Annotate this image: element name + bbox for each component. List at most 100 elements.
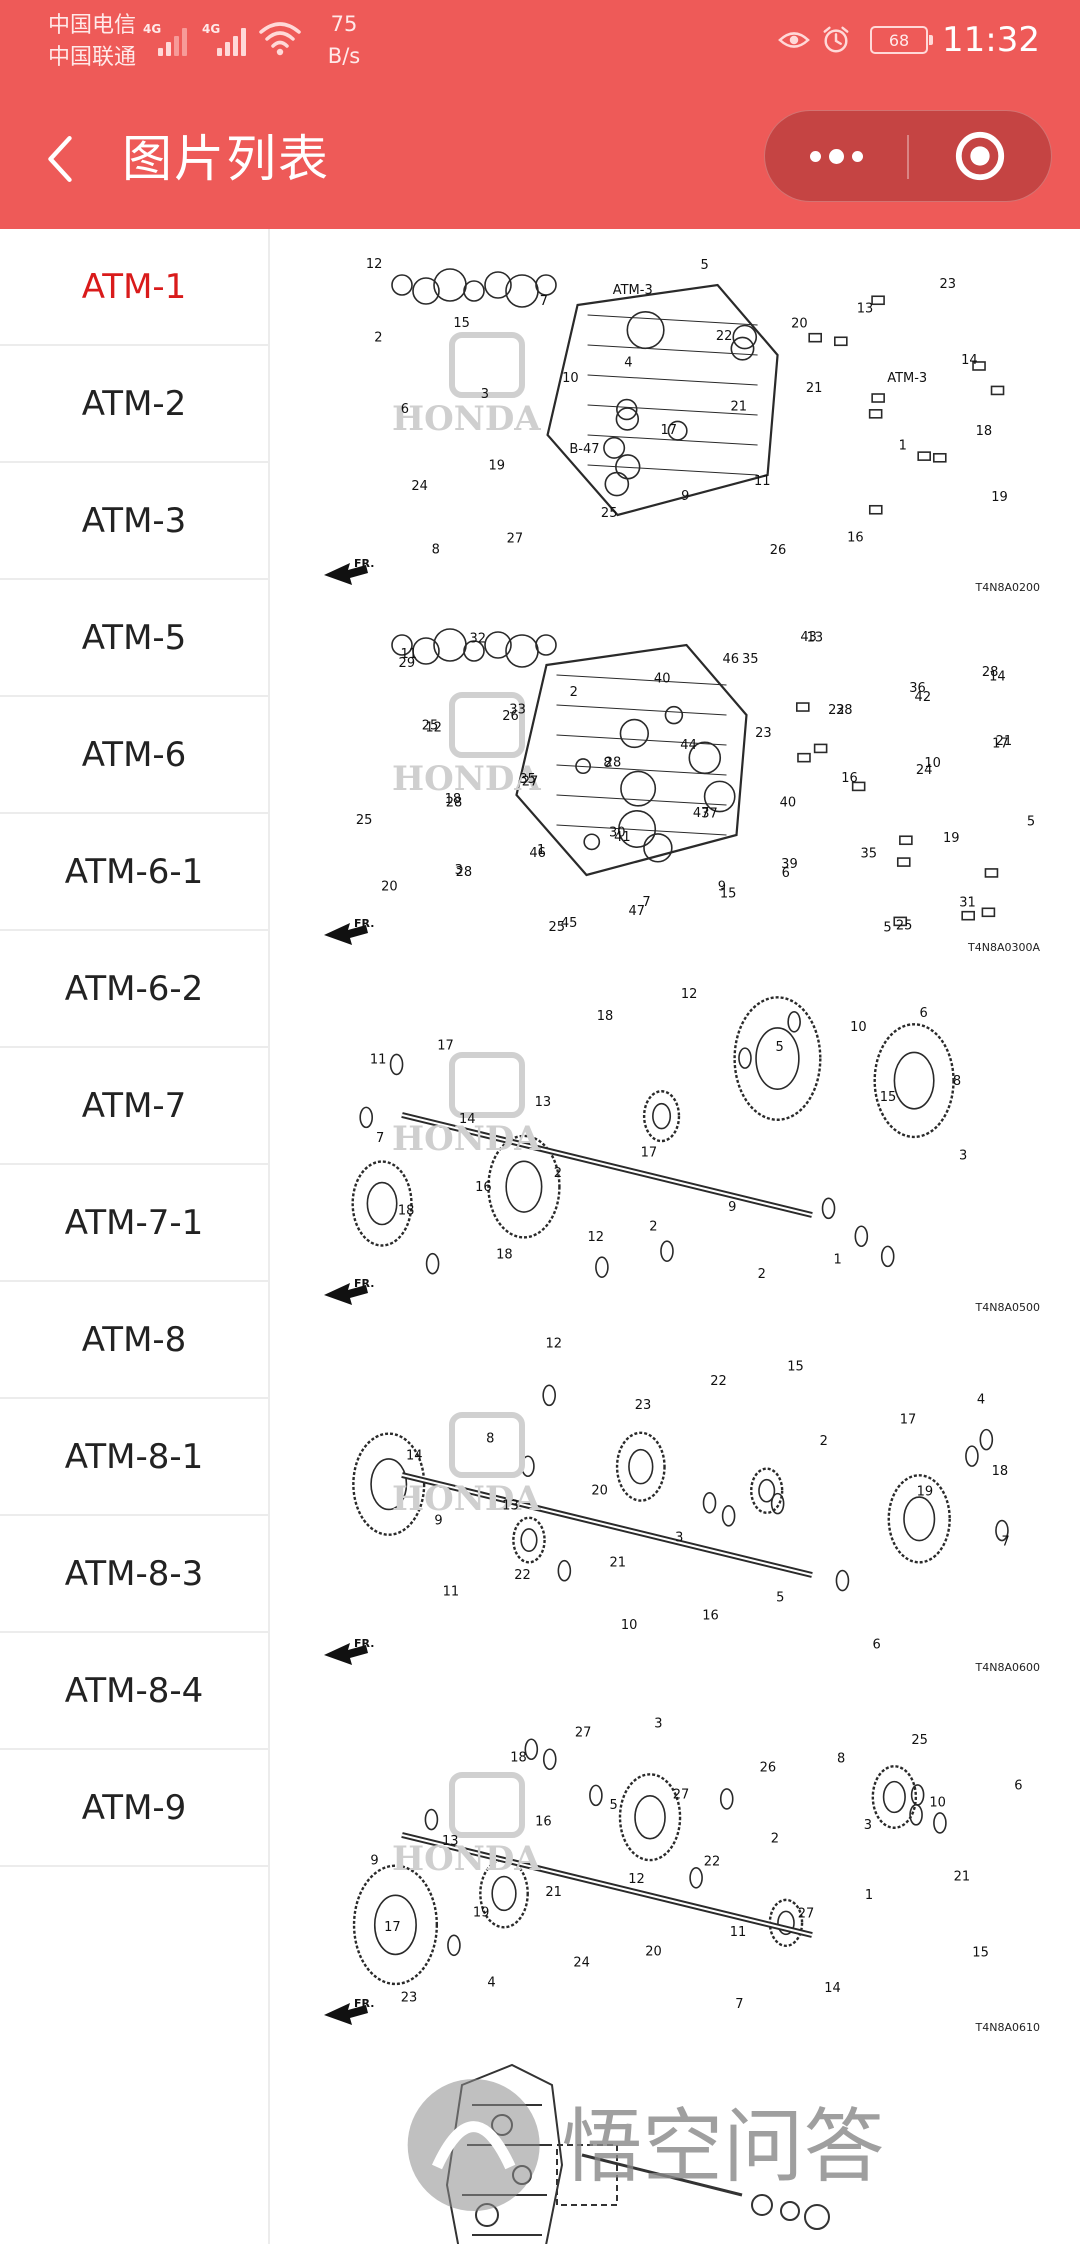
- part-number-label: 3: [654, 1717, 662, 1732]
- part-number-label: 16: [535, 1814, 552, 1829]
- part-number-label: 16: [702, 1608, 719, 1623]
- title-bar: 图片列表: [0, 90, 1080, 229]
- part-number-label: 8: [432, 542, 440, 557]
- part-number-label: 9: [681, 489, 689, 504]
- part-number-label: 22: [704, 1854, 721, 1869]
- part-number-label: 43: [800, 630, 817, 645]
- part-number-label: 19: [917, 1485, 934, 1500]
- watermark-logo-icon: 悟空问答: [407, 2079, 885, 2211]
- network-2-label: 4G: [202, 22, 221, 36]
- sidebar-item-atm-6[interactable]: ATM-6: [0, 697, 268, 814]
- part-number-label: 21: [610, 1555, 627, 1570]
- part-number-label: 15: [880, 1090, 897, 1105]
- part-number-label: 23: [939, 277, 956, 292]
- part-number-label: 5: [883, 920, 891, 935]
- part-number-label: 27: [673, 1787, 690, 1802]
- part-number-label: 46: [529, 846, 546, 861]
- sidebar-item-atm-2[interactable]: ATM-2: [0, 346, 268, 463]
- sidebar-item-atm-8-3[interactable]: ATM-8-3: [0, 1516, 268, 1633]
- part-number-label: 2: [758, 1267, 766, 1282]
- part-number-label: 10: [850, 1020, 867, 1035]
- part-number-label: 46: [723, 652, 740, 667]
- network-speed-value: 75: [330, 12, 358, 36]
- part-number-label: 3: [864, 1818, 872, 1833]
- part-number-label: 10: [621, 1618, 638, 1633]
- part-number-label: 14: [406, 1448, 423, 1463]
- exploded-view-drawing: HONDA1215101711162323B-47926131461925520…: [324, 257, 1040, 594]
- part-number-label: 5: [775, 1040, 783, 1055]
- part-number-label: 2: [771, 1832, 779, 1847]
- signal-2-icon: [217, 24, 251, 56]
- part-number-label: 35: [742, 652, 759, 667]
- part-number-label: 3: [481, 387, 489, 402]
- part-number-label: 6: [782, 866, 790, 881]
- network-1-label: 4G: [143, 22, 162, 36]
- front-arrow-icon: [324, 923, 368, 945]
- part-number-label: 19: [473, 1906, 490, 1921]
- sidebar-item-atm-9[interactable]: ATM-9: [0, 1750, 268, 1867]
- back-button[interactable]: [30, 124, 90, 194]
- part-number-label: 12: [546, 1337, 563, 1352]
- wifi-icon: [258, 18, 302, 58]
- network-speed-unit: B/s: [327, 44, 361, 68]
- sidebar-item-atm-1[interactable]: ATM-1: [0, 229, 268, 346]
- part-number-label: 10: [929, 1796, 946, 1811]
- part-number-label: 16: [841, 771, 858, 786]
- part-number-label: 23: [635, 1398, 652, 1413]
- part-number-label: 13: [807, 630, 824, 645]
- signal-1-icon: [158, 24, 192, 56]
- sidebar-item-atm-6-2[interactable]: ATM-6-2: [0, 931, 268, 1048]
- part-number-label: 18: [496, 1248, 513, 1263]
- sidebar-item-atm-8-1[interactable]: ATM-8-1: [0, 1399, 268, 1516]
- sidebar-item-atm-7[interactable]: ATM-7: [0, 1048, 268, 1165]
- parts-diagram-6-partial[interactable]: 悟空问答: [312, 2045, 1052, 2244]
- part-number-label: 18: [510, 1751, 527, 1766]
- part-number-label: 17: [641, 1145, 658, 1160]
- part-number-label: 11: [400, 647, 417, 662]
- part-number-label: 20: [645, 1944, 662, 1959]
- sidebar-item-atm-8[interactable]: ATM-8: [0, 1282, 268, 1399]
- part-number-label: 21: [996, 734, 1013, 749]
- part-number-label: 41: [614, 830, 631, 845]
- part-number-label: 3: [959, 1149, 967, 1164]
- sidebar-item-atm-8-4[interactable]: ATM-8-4: [0, 1633, 268, 1750]
- sidebar-item-atm-5[interactable]: ATM-5: [0, 580, 268, 697]
- more-button[interactable]: [765, 111, 907, 201]
- part-number-label: 17: [992, 736, 1009, 751]
- sidebar-item-atm-7-1[interactable]: ATM-7-1: [0, 1165, 268, 1282]
- part-number-label: 11: [370, 1053, 387, 1068]
- part-number-label: 29: [399, 656, 416, 671]
- page-title: 图片列表: [122, 130, 330, 188]
- part-number-label: 9: [728, 1200, 736, 1215]
- part-number-label: 25: [896, 919, 913, 934]
- part-number-label: 35: [519, 772, 536, 787]
- part-number-label: 9: [370, 1854, 378, 1869]
- part-number-label: 1: [899, 438, 907, 453]
- part-number-label: 8: [603, 756, 611, 771]
- part-number-label: 15: [453, 316, 470, 331]
- part-number-label: 21: [806, 381, 823, 396]
- clock: 11:32: [942, 20, 1040, 60]
- sidebar-item-atm-6-1[interactable]: ATM-6-1: [0, 814, 268, 931]
- part-number-label: 39: [781, 857, 798, 872]
- part-number-label: 32: [469, 631, 486, 646]
- front-arrow-icon: [324, 563, 368, 585]
- part-number-label: 40: [780, 795, 797, 810]
- part-number-label: 22: [514, 1568, 531, 1583]
- carrier-1-label: 中国电信: [48, 13, 137, 38]
- diagram-code: T4N8A0610: [975, 2021, 1040, 2034]
- part-number-label: 47: [629, 904, 646, 919]
- part-number-label: 7: [376, 1131, 384, 1146]
- close-miniprogram-button[interactable]: [909, 111, 1051, 201]
- category-sidebar: ATM-1 ATM-2 ATM-3 ATM-5 ATM-6 ATM-6-1 AT…: [0, 229, 270, 2244]
- part-number-label: 12: [366, 257, 383, 272]
- watermark-text: 悟空问答: [562, 2100, 885, 2194]
- sidebar-item-atm-3[interactable]: ATM-3: [0, 463, 268, 580]
- part-number-label: B-47: [569, 442, 599, 457]
